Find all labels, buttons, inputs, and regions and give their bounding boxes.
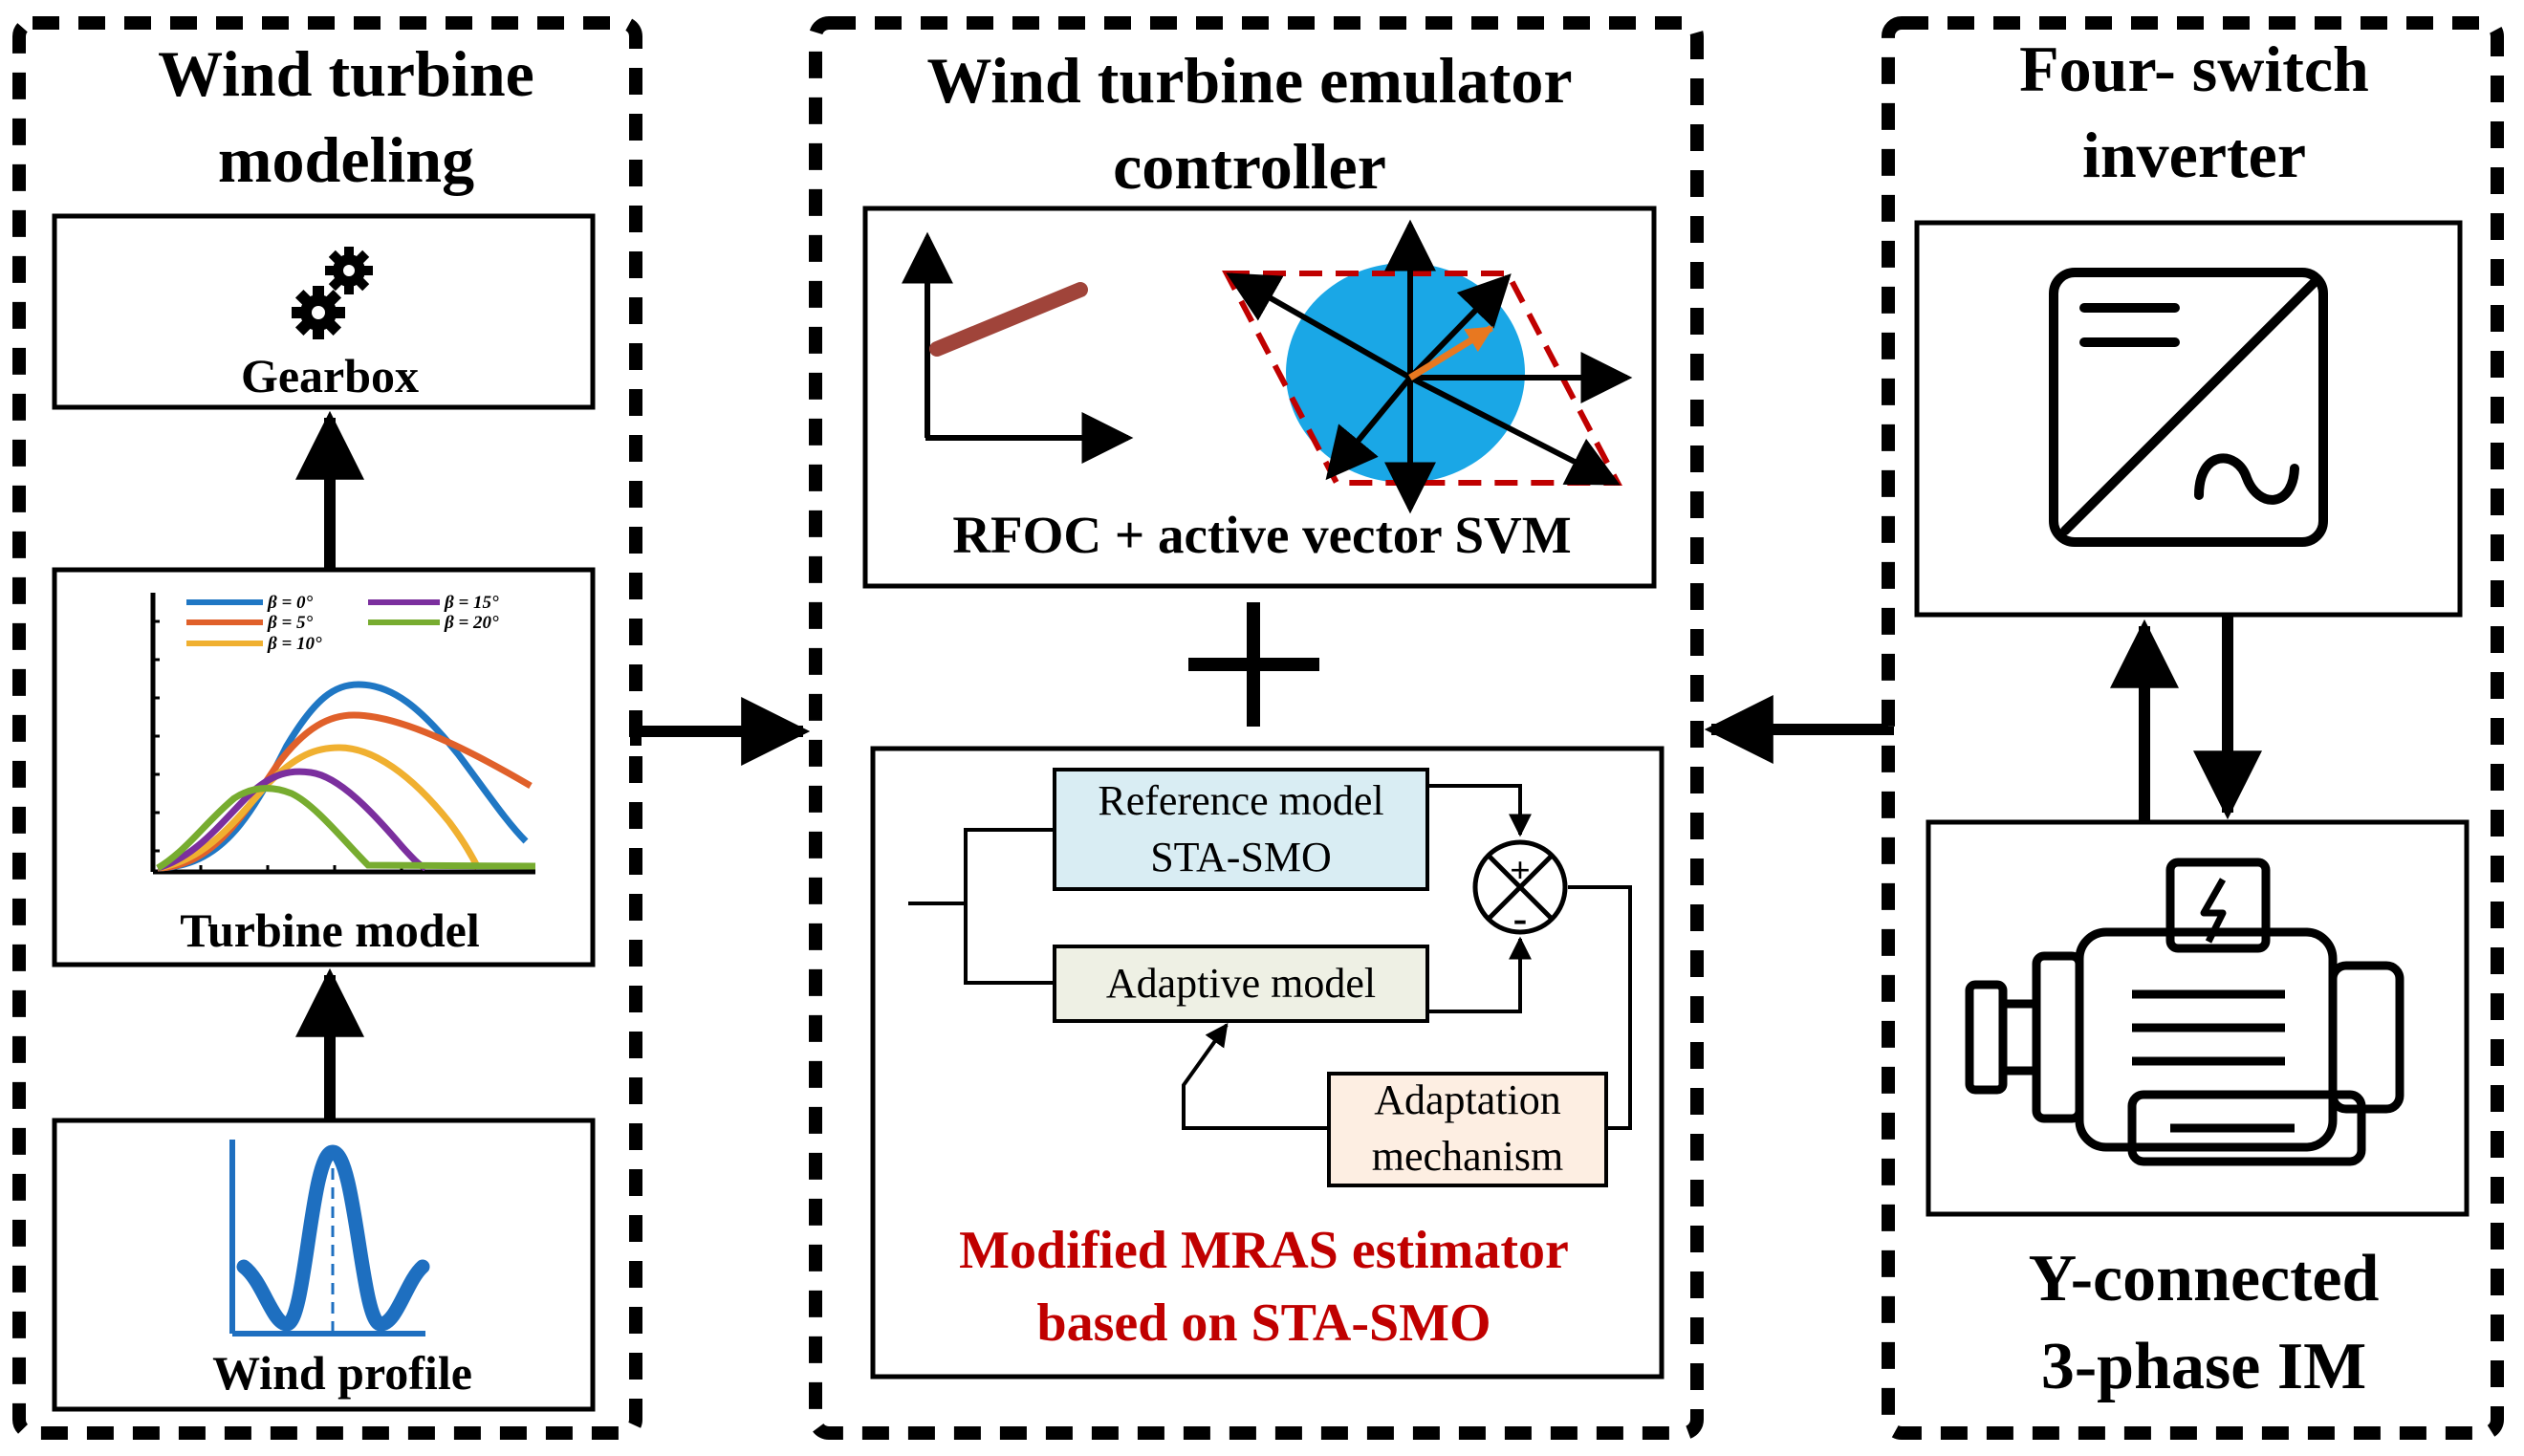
adaptation-mechanism-label-line1: Adaptation <box>1374 1076 1561 1123</box>
svm-vector-diagram <box>1222 219 1633 514</box>
panel-border-center <box>809 16 1704 1440</box>
motor-label-line2: 3-phase IM <box>2041 1330 2366 1403</box>
adaptation-mechanism-label-line2: mechanism <box>1372 1133 1563 1180</box>
summer-minus-sign: - <box>1513 895 1528 942</box>
power-coefficient-chart: β = 0° β = 15° β = 5° β = 20° β = 10° <box>150 593 536 875</box>
curve-beta-15 <box>156 768 427 872</box>
legend-label-20: β = 20° <box>444 613 499 633</box>
mras-label-line1: Modified MRAS estimator <box>959 1221 1569 1280</box>
curve-beta-0 <box>157 681 529 872</box>
panel-title-center-line2: controller <box>1113 130 1386 203</box>
panel-title-right-line2: inverter <box>2082 119 2306 191</box>
wind-profile-block: Wind profile <box>52 1118 596 1412</box>
legend-label-5: β = 5° <box>267 613 314 633</box>
gears-icon <box>292 247 373 339</box>
legend-label-15: β = 15° <box>444 593 499 613</box>
reference-model-box <box>1053 768 1429 891</box>
arrow-right-to-center <box>1704 695 1894 764</box>
panel-title-right-line1: Four- switch <box>2019 33 2369 105</box>
panel-wind-turbine-modeling: Wind turbine modeling <box>12 16 642 1440</box>
turbine-model-block: β = 0° β = 15° β = 5° β = 20° β = 10° Tu… <box>52 567 596 967</box>
panel-wind-turbine-emulator-controller: Wind turbine emulator controller <box>809 16 1704 1440</box>
gearbox-label: Gearbox <box>241 349 419 402</box>
inverter-block <box>1914 220 2463 618</box>
combine-plus-icon <box>1188 602 1319 727</box>
panel-four-switch-inverter: Four- switch inverter <box>1882 16 2504 1440</box>
curve-beta-10 <box>157 744 482 872</box>
electric-motor-icon <box>1965 858 2404 1166</box>
curve-beta-20 <box>156 785 536 872</box>
induction-motor-block <box>1926 819 2470 1217</box>
gearbox-block: Gearbox <box>52 213 596 410</box>
legend-label-0: β = 0° <box>267 593 314 613</box>
mras-signal-lines <box>908 784 1632 1130</box>
chart-legend: β = 0° β = 15° β = 5° β = 20° β = 10° <box>186 593 499 654</box>
panel-border-right <box>1882 16 2504 1440</box>
adaptive-model-label: Adaptive model <box>1106 960 1376 1007</box>
wind-profile-chart <box>229 1140 430 1336</box>
turbine-model-label: Turbine model <box>180 903 480 957</box>
panel-title-left-line1: Wind turbine <box>158 37 534 110</box>
arrow-left-to-center <box>630 697 811 766</box>
summing-junction: + - <box>1472 839 1568 942</box>
legend-label-10: β = 10° <box>267 634 322 654</box>
adaptation-mechanism-box <box>1327 1072 1608 1187</box>
dc-ac-inverter-icon <box>2049 268 2328 547</box>
summer-plus-sign: + <box>1510 851 1531 891</box>
reference-model-label-line1: Reference model <box>1098 777 1383 824</box>
panel-title-center-line1: Wind turbine emulator <box>926 44 1572 117</box>
reference-model-label-line2: STA-SMO <box>1150 834 1332 880</box>
motor-label-line1: Y-connected <box>2029 1242 2380 1315</box>
slope-plot-icon <box>902 231 1134 464</box>
rfoc-svm-label: RFOC + active vector SVM <box>952 506 1571 564</box>
rfoc-svm-block: RFOC + active vector SVM <box>862 206 1657 589</box>
wind-profile-label: Wind profile <box>212 1346 472 1400</box>
mras-estimator-block: Reference model STA-SMO Adaptive model A… <box>870 746 1665 1380</box>
mras-label-line2: based on STA-SMO <box>1036 1293 1490 1353</box>
panel-title-left-line2: modeling <box>218 123 474 196</box>
